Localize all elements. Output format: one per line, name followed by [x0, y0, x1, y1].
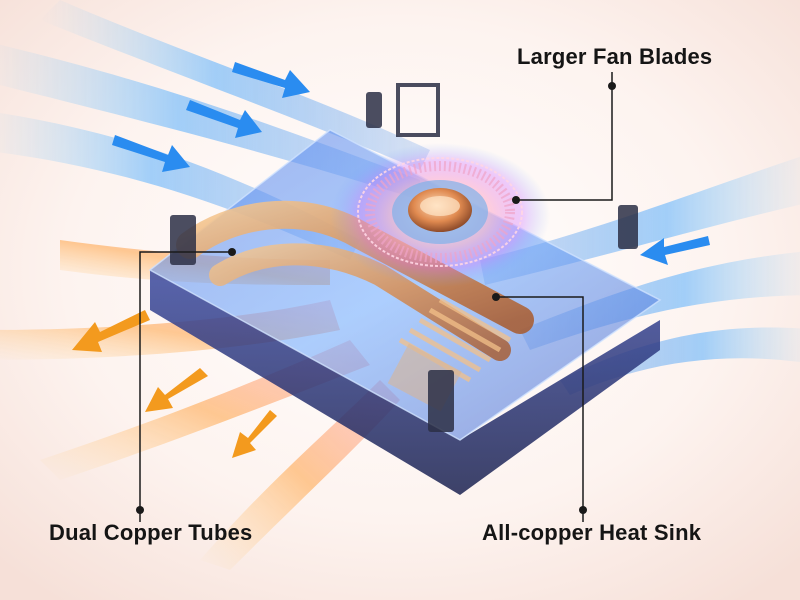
cool-air-arrow-icon	[112, 135, 190, 172]
callout-line-sink	[496, 296, 584, 522]
callout-line-tubes	[139, 251, 232, 522]
warm-air-arrows	[72, 310, 277, 458]
label-dual-copper-tubes: Dual Copper Tubes	[49, 520, 253, 545]
callout-dots	[136, 82, 616, 514]
cool-air-arrow-icon	[640, 236, 710, 265]
chassis-side	[150, 270, 660, 495]
warm-air-arrow-icon	[232, 410, 277, 458]
cool-air-arrows	[112, 62, 710, 265]
fan-rotor-icon	[330, 143, 550, 287]
warm-air-arrow-icon	[72, 310, 150, 352]
cool-air-arrow-icon	[186, 100, 262, 138]
label-all-copper-heat-sink: All-copper Heat Sink	[482, 520, 702, 545]
callout-lines	[139, 72, 613, 522]
callout-dot-icon	[608, 82, 616, 90]
callout-line-fan	[516, 72, 613, 201]
callout-dot-icon	[136, 506, 144, 514]
cool-air-arrow-icon	[232, 62, 310, 98]
label-larger-fan-blades: Larger Fan Blades	[517, 44, 713, 69]
mounting-posts	[170, 83, 638, 432]
callout-dot-icon	[512, 196, 520, 204]
callout-dot-icon	[228, 248, 236, 256]
callout-dot-icon	[579, 506, 587, 514]
chassis-outline	[148, 129, 662, 441]
warm-air-arrow-icon	[145, 368, 208, 412]
callout-dot-icon	[492, 293, 500, 301]
